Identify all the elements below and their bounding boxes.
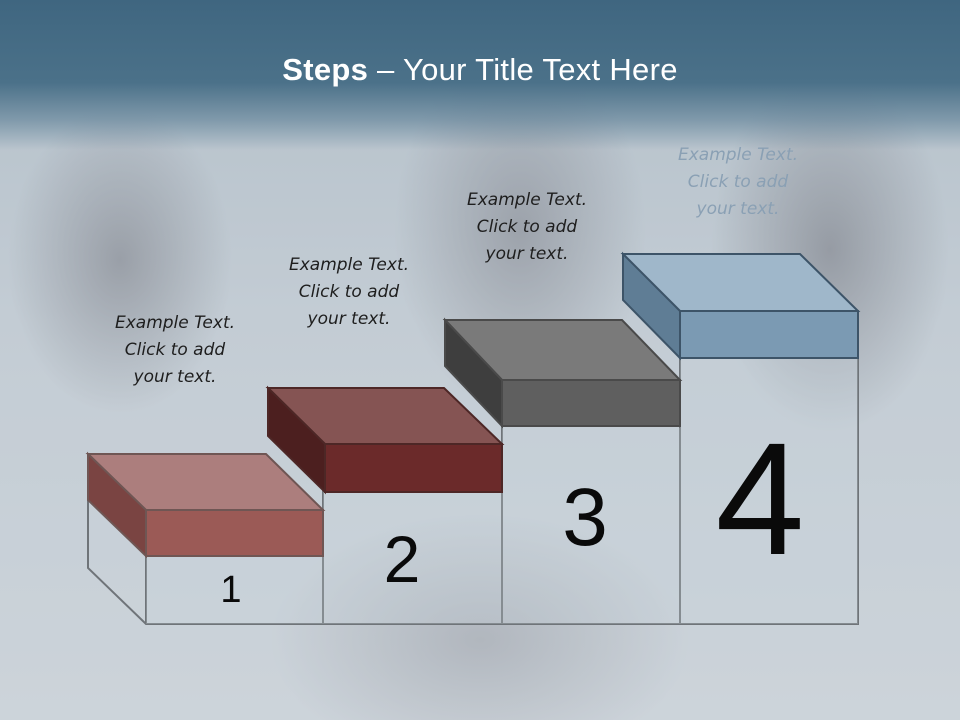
caption-1-line-3: your text. (133, 367, 217, 387)
caption-3-line-3: your text. (485, 244, 569, 264)
caption-2-line-2: Click to add (298, 282, 400, 302)
step-caption-4[interactable]: Example Text. Click to add your text. (653, 142, 823, 223)
slide-title[interactable]: Steps – Your Title Text Here (0, 52, 960, 88)
caption-3-line-2: Click to add (476, 217, 578, 237)
title-banner (0, 0, 960, 150)
caption-4-line-3: your text. (696, 199, 780, 219)
block-1-front (145, 509, 324, 557)
step-block-1[interactable] (85, 451, 326, 559)
block-2-front (324, 443, 503, 493)
caption-1-line-2: Click to add (124, 340, 226, 360)
step-number-4: 4 (715, 409, 805, 588)
block-3-front (501, 379, 681, 427)
step-block-4[interactable] (620, 251, 861, 361)
step-number-3: 3 (562, 472, 608, 563)
caption-2-line-3: your text. (307, 309, 391, 329)
caption-3-line-1: Example Text. (466, 190, 588, 210)
caption-4-line-2: Click to add (687, 172, 789, 192)
step-caption-3[interactable]: Example Text. Click to add your text. (442, 187, 612, 268)
title-rest: – Your Title Text Here (368, 52, 678, 87)
caption-1-line-1: Example Text. (114, 313, 236, 333)
step-caption-2[interactable]: Example Text. Click to add your text. (264, 252, 434, 333)
caption-2-line-1: Example Text. (288, 255, 410, 275)
step-block-3[interactable] (442, 317, 683, 429)
title-bold: Steps (282, 52, 369, 87)
block-4-front (679, 310, 859, 359)
step-caption-1[interactable]: Example Text. Click to add your text. (90, 310, 260, 391)
step-block-2[interactable] (265, 385, 505, 495)
step-number-1: 1 (220, 569, 242, 611)
step-number-2: 2 (383, 522, 421, 596)
caption-4-line-1: Example Text. (677, 145, 799, 165)
